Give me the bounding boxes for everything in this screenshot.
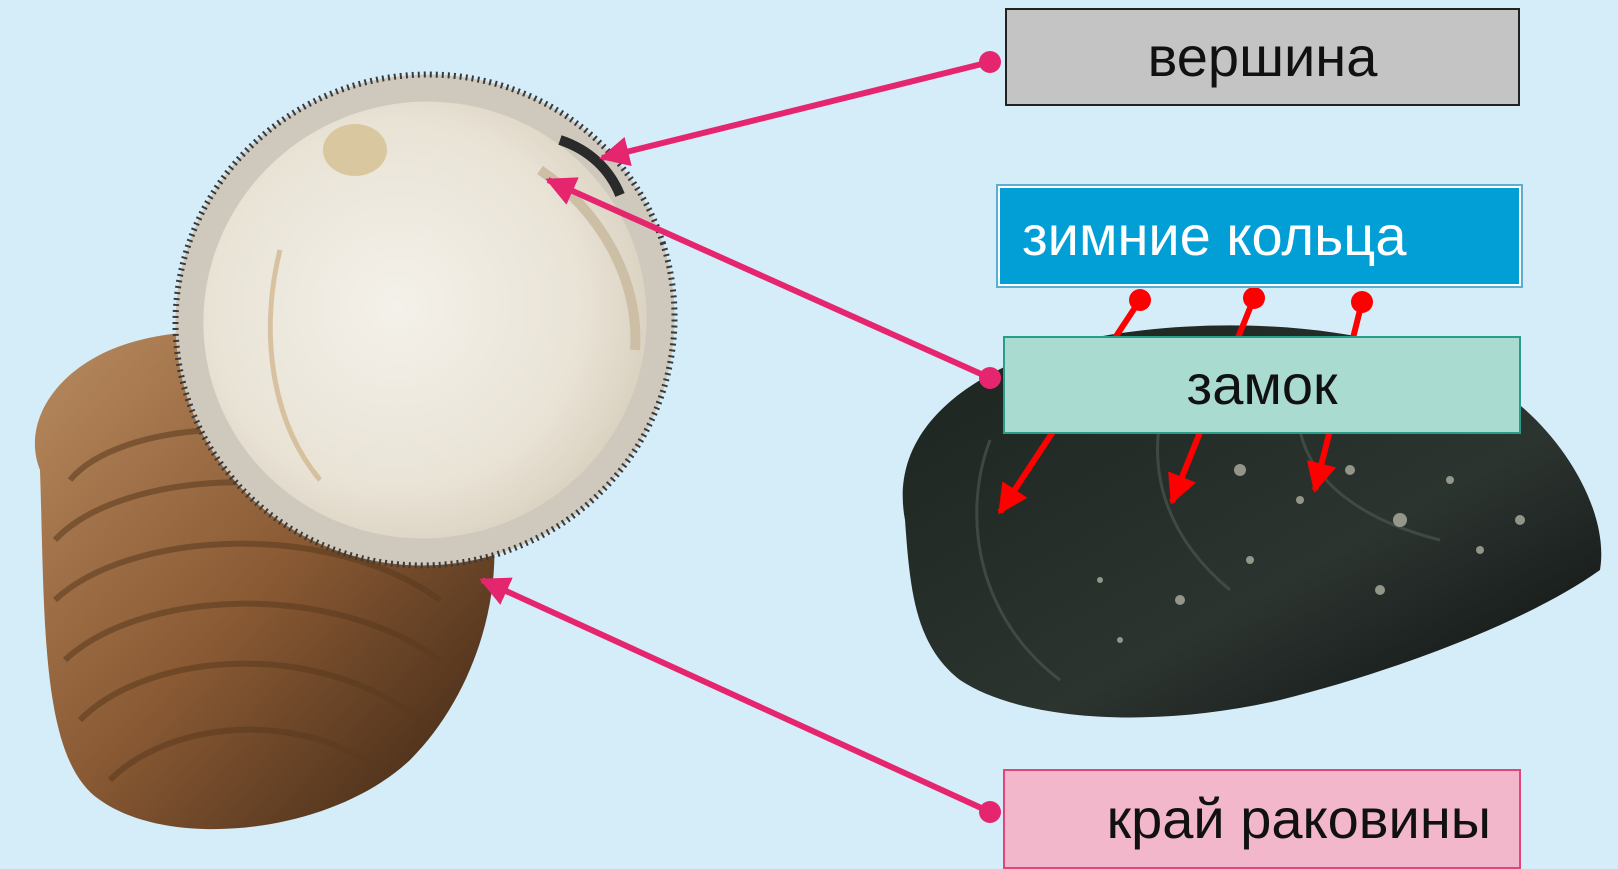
label-hinge: замок — [1003, 336, 1521, 434]
label-top: вершина — [1005, 8, 1520, 106]
label-shell-edge: край раковины — [1003, 769, 1521, 869]
pointer-top — [602, 51, 1001, 158]
label-winter-rings: зимние кольца — [998, 186, 1521, 286]
